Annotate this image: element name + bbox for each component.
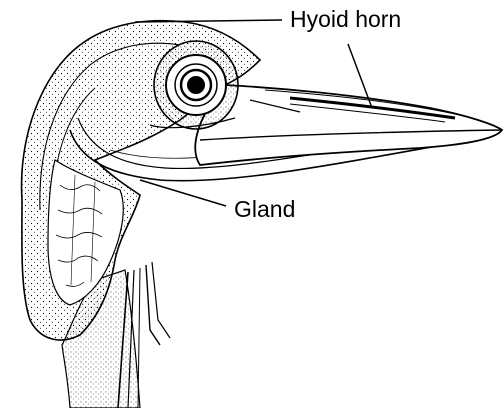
beak [195, 85, 502, 165]
gland-leader-line [140, 180, 226, 206]
gland-label: Gland [234, 198, 295, 221]
hyoid-horn-label: Hyoid horn [290, 8, 401, 31]
